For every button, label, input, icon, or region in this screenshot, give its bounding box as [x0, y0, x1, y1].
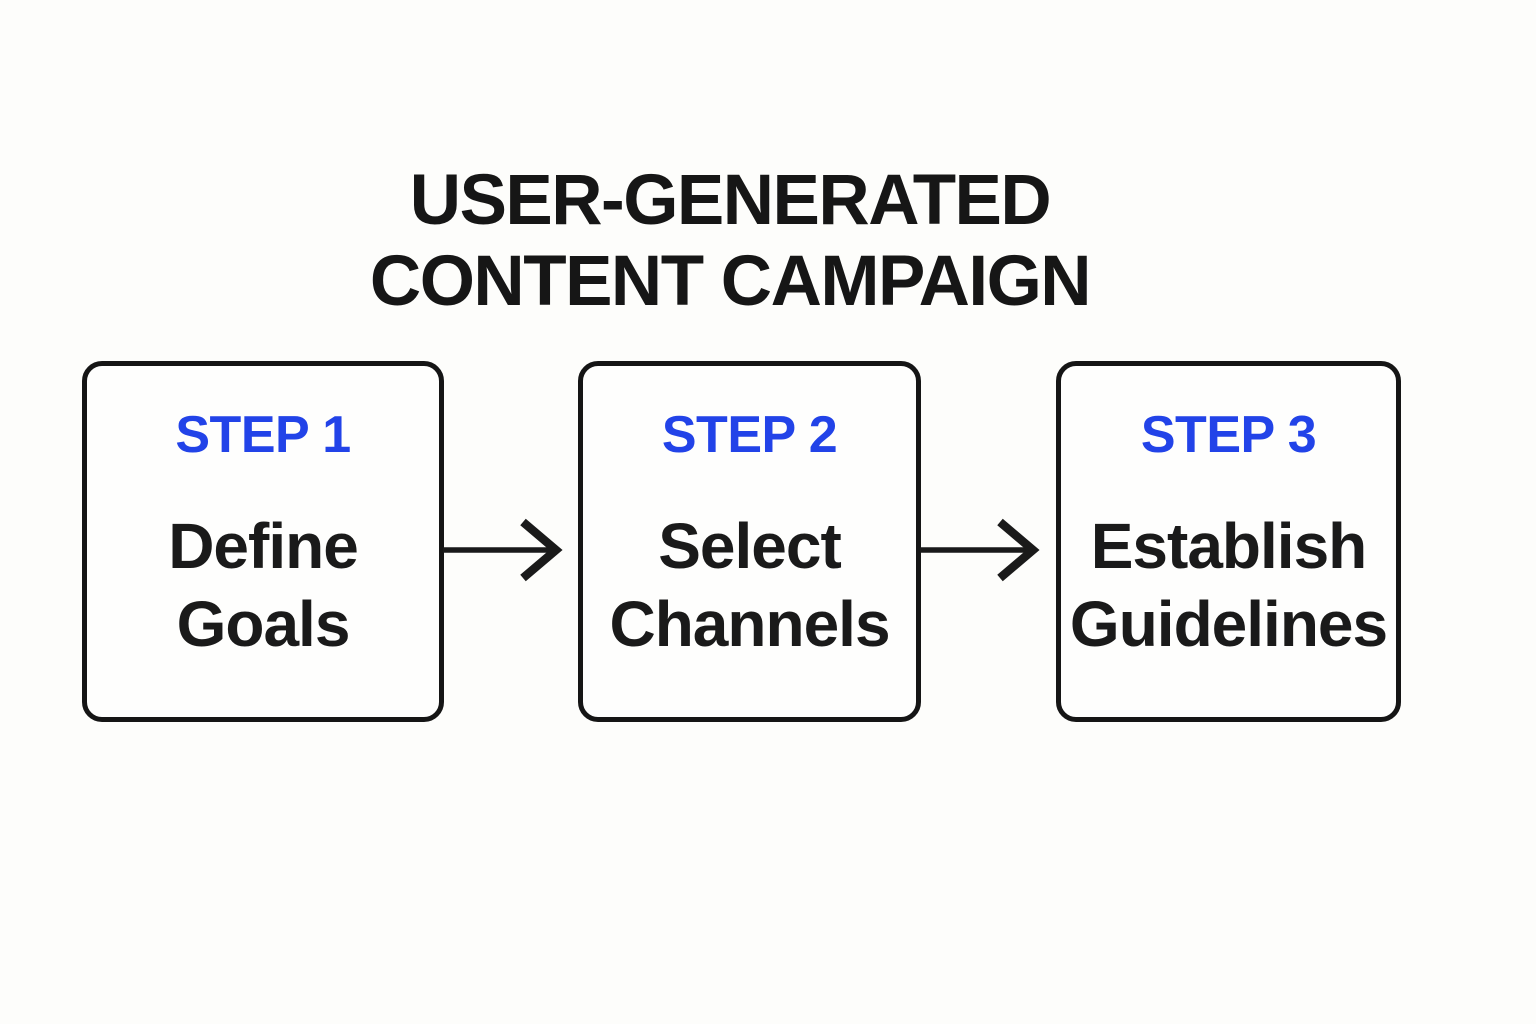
step-3-title-line-2: Guidelines: [1069, 588, 1388, 661]
step-3-title: Establish Guidelines: [1069, 507, 1388, 663]
arrow-right-icon: [443, 518, 563, 582]
arrow-chevron: [520, 518, 563, 582]
step-2-title: Select Channels: [609, 507, 890, 663]
step-1-label: STEP 1: [175, 406, 351, 464]
step-2-box: STEP 2 Select Channels: [578, 361, 921, 722]
page-title-line-1: USER-GENERATED: [409, 160, 1052, 240]
step-3-label: STEP 3: [1140, 406, 1317, 464]
step-2-label: STEP 2: [661, 406, 838, 464]
step-1-title-line-2: Goals: [176, 588, 351, 661]
arrow-chevron: [997, 518, 1040, 582]
step-3-box: STEP 3 Establish Guidelines: [1056, 361, 1401, 722]
step-1-title: Define Goals: [168, 507, 359, 663]
arrow-right-icon: [920, 518, 1040, 582]
step-2-title-line-2: Channels: [609, 588, 890, 661]
step-2-title-line-1: Select: [658, 510, 842, 582]
step-3-title-line-1: Establish: [1090, 510, 1368, 582]
page-title: USER-GENERATED CONTENT CAMPAIGN: [0, 160, 1460, 323]
page-title-line-2: CONTENT CAMPAIGN: [369, 242, 1092, 322]
step-1-title-line-1: Define: [168, 510, 359, 582]
step-1-box: STEP 1 Define Goals: [82, 361, 444, 722]
